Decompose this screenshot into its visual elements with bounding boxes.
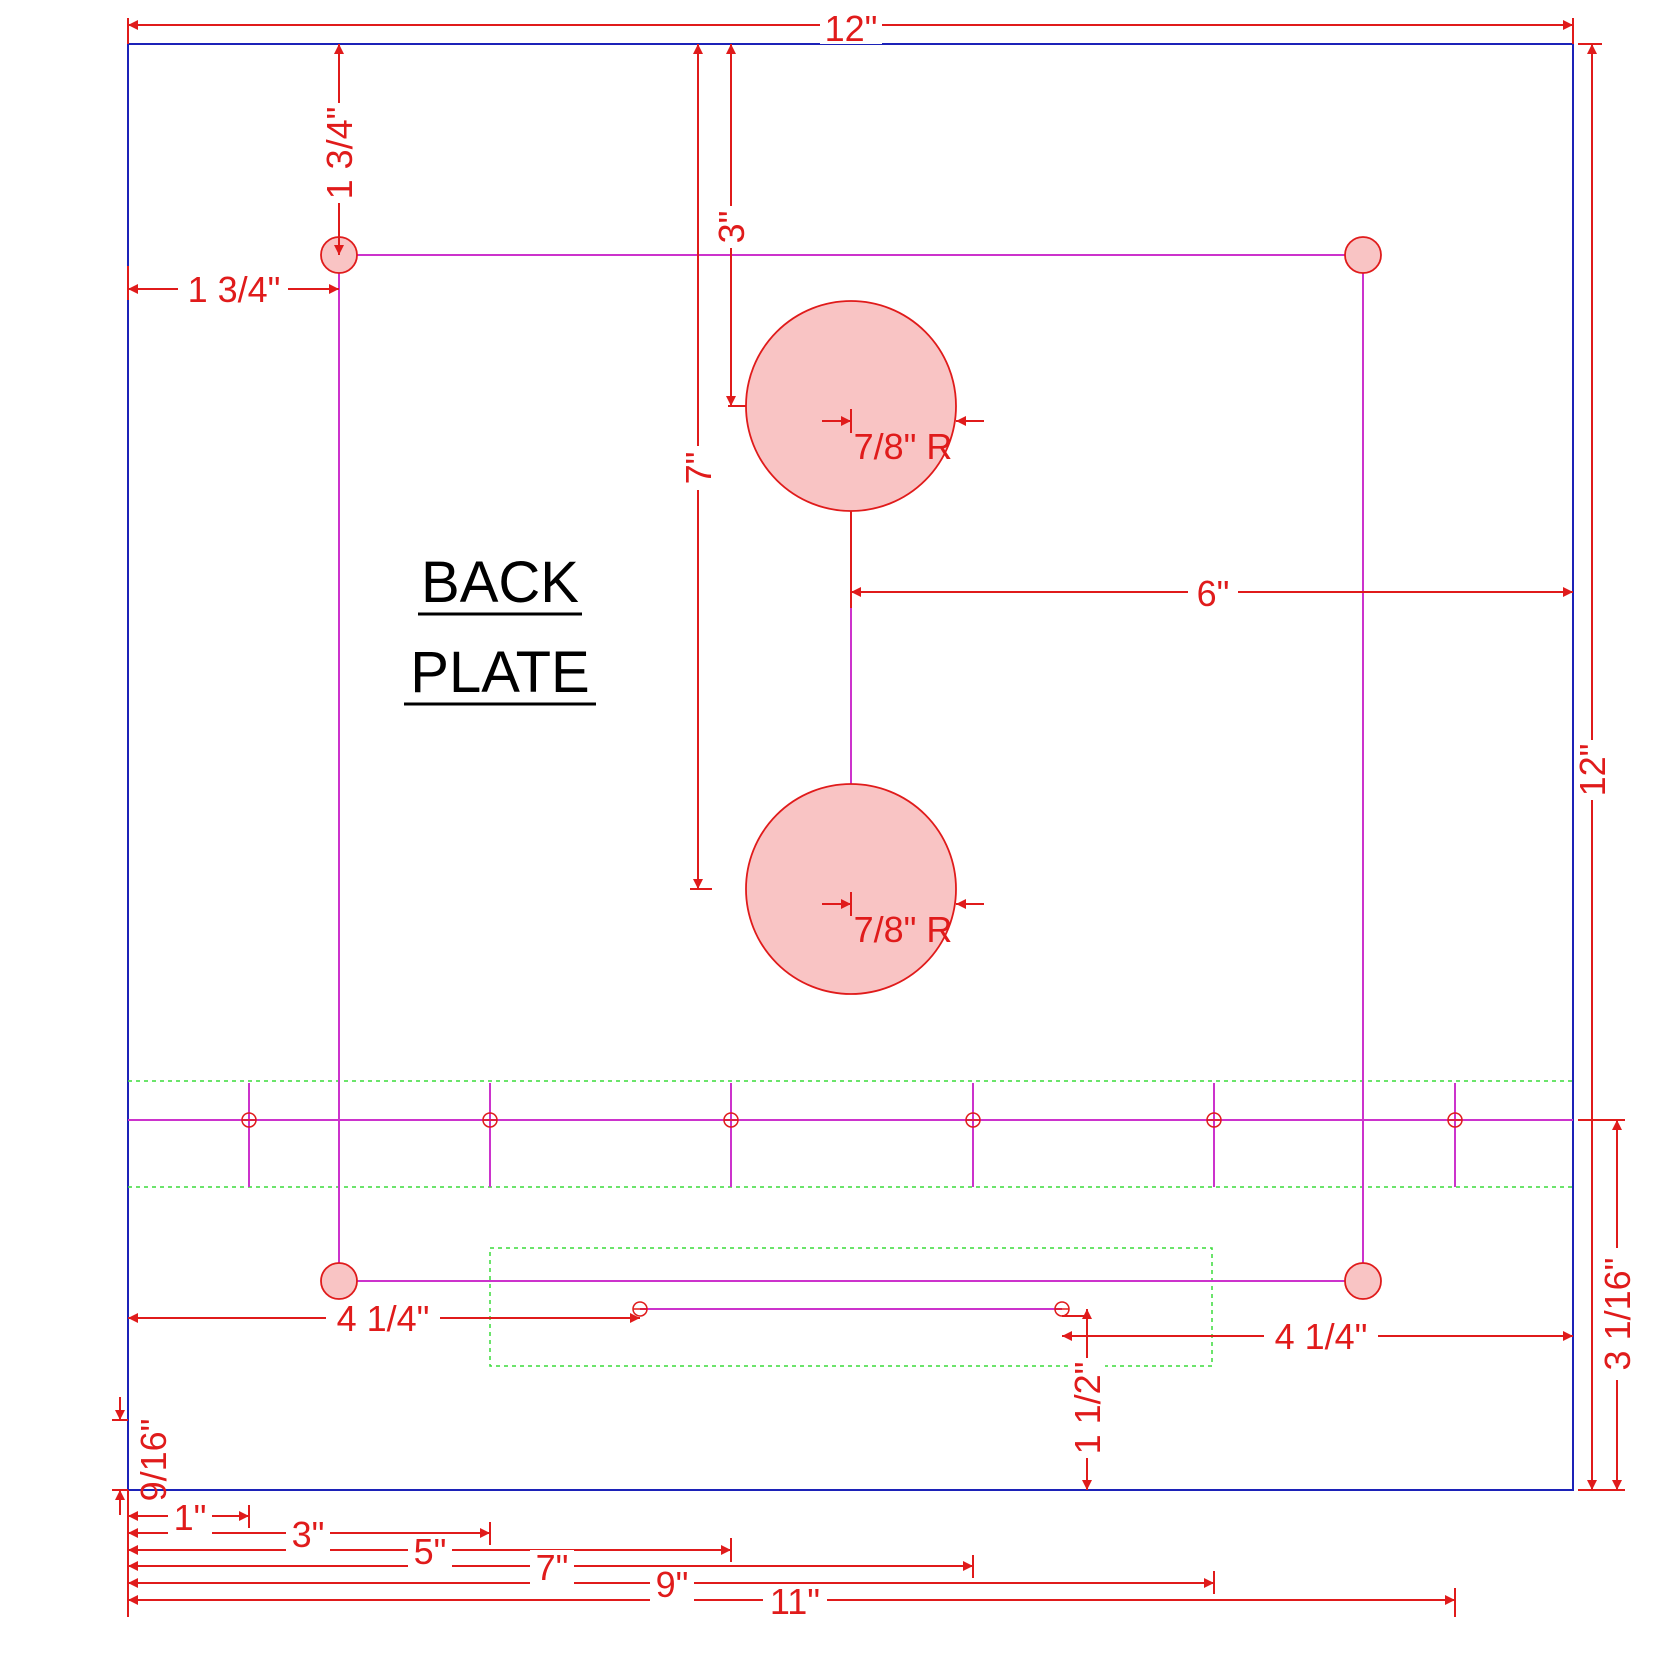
vertical-dimension-labels: 12" 3 1/16" 1 3/4" 3" 7" 1 1/2" 9/16" <box>133 103 1638 1501</box>
corner-hole <box>320 1262 358 1300</box>
dim-rail-11: 11" <box>770 1581 820 1622</box>
dim-rail-3: 3" <box>292 1514 325 1555</box>
construction-lines <box>128 254 1573 1310</box>
dim-width-top: 12" <box>825 8 878 49</box>
dim-left-margin: 1 3/4" <box>188 269 281 310</box>
dim-bottom-rise: 1 1/2" <box>1067 1362 1108 1455</box>
dim-rail-9: 9" <box>656 1564 689 1605</box>
dim-hole-radius-upper: 7/8" R <box>854 426 953 467</box>
title-line-1: BACK <box>421 550 579 615</box>
dim-hole-top-offset: 3" <box>711 211 752 244</box>
large-hole-lower <box>745 783 957 995</box>
dim-height-right: 12" <box>1572 744 1613 797</box>
dim-hole-radius-lower: 7/8" R <box>854 909 953 950</box>
dim-bottom-left-offset: 4 1/4" <box>337 1298 430 1339</box>
title-line-2: PLATE <box>410 640 589 705</box>
dim-hole-spacing: 7" <box>678 452 719 485</box>
plate-title: BACK PLATE <box>404 550 596 706</box>
corner-hole <box>1344 1262 1382 1300</box>
dim-top-margin: 1 3/4" <box>319 107 360 200</box>
corner-hole <box>1344 236 1382 274</box>
dim-bottom-small: 9/16" <box>133 1419 174 1502</box>
dimension-labels: 12" 1 3/4" 7/8" R 7/8" R 6" 4 1/4" 4 1/4… <box>168 8 1378 1622</box>
dim-rail-7: 7" <box>536 1547 569 1588</box>
dim-rail-height: 3 1/16" <box>1597 1258 1638 1371</box>
rail-holes <box>241 1112 1463 1317</box>
dim-rail-5: 5" <box>414 1531 447 1572</box>
large-hole-upper <box>745 300 957 512</box>
dim-bottom-right-offset: 4 1/4" <box>1275 1316 1368 1357</box>
dim-rail-1: 1" <box>174 1497 207 1538</box>
guide-lines <box>128 1080 1573 1367</box>
dim-right-offset: 6" <box>1197 573 1230 614</box>
